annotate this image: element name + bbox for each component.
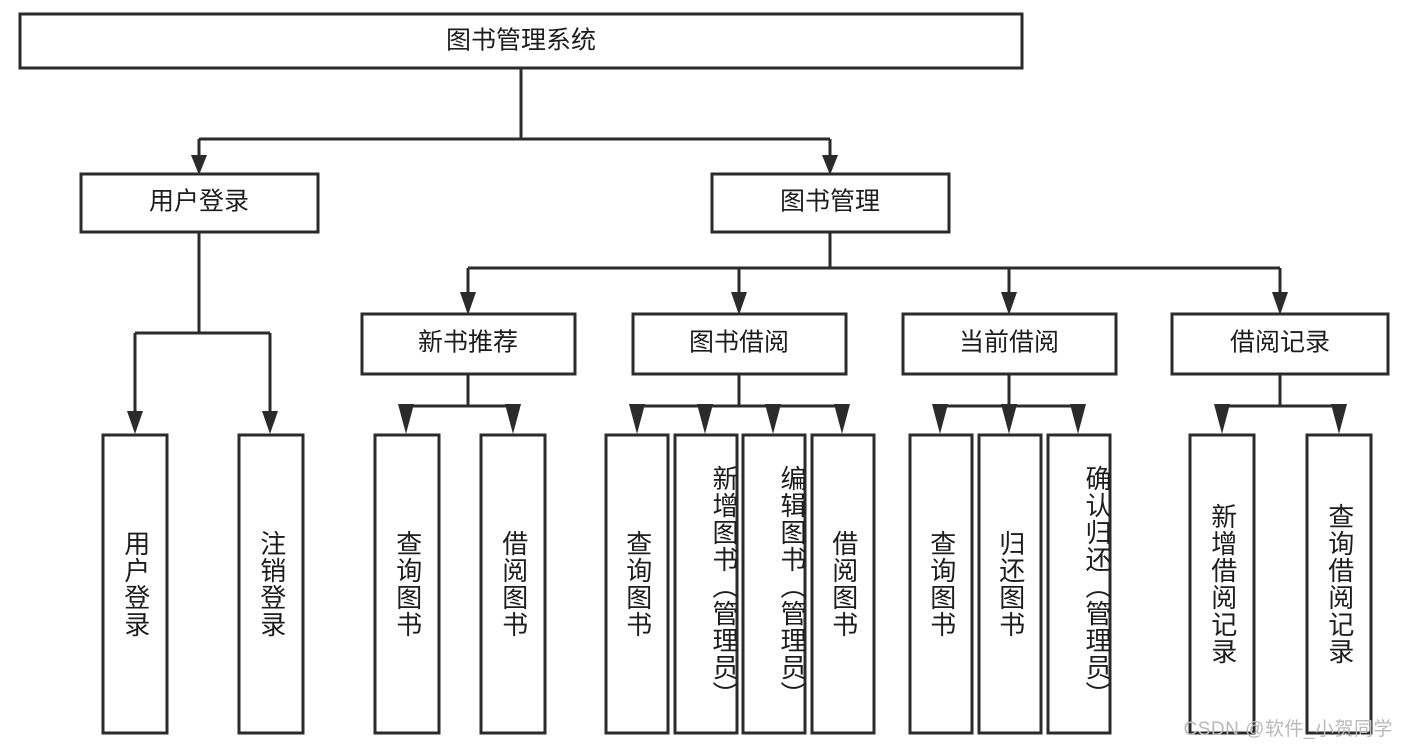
node-current-borrow-label: 当前借阅 [959, 329, 1059, 357]
leaf-box-user-login-2[interactable] [237, 433, 305, 735]
arrow-leaf-book-borrow-1 [629, 404, 645, 434]
node-root-label: 图书管理系统 [446, 27, 596, 55]
arrow-to-book-manage [822, 155, 838, 175]
node-book-borrow-box[interactable] [631, 312, 848, 376]
node-current-borrow-box[interactable] [901, 312, 1118, 376]
arrow-to-book-borrow [731, 292, 747, 315]
leaf-box-book-borrow-4[interactable] [810, 433, 876, 735]
arrow-leaf-new-book-2 [505, 404, 521, 434]
leaf-box-book-borrow-2[interactable] [673, 433, 739, 735]
node-borrow-record-box[interactable] [1170, 312, 1390, 376]
node-book-borrow-label: 图书借阅 [689, 329, 789, 357]
node-root-box[interactable] [18, 12, 1024, 70]
arrow-leaf-current-borrow-1 [932, 404, 948, 434]
arrow-leaf-new-book-1 [398, 404, 414, 434]
node-book-manage[interactable]: 图书管理 [710, 172, 951, 234]
arrow-leaf-current-borrow-3 [1070, 404, 1086, 434]
node-new-book-recommend-label: 新书推荐 [418, 329, 518, 357]
arrow-to-user-login [191, 155, 207, 175]
leaf-box-book-borrow-1[interactable] [604, 433, 670, 735]
node-new-book-recommend[interactable]: 新书推荐 [360, 312, 577, 376]
arrow-leaf-book-borrow-4 [834, 404, 850, 434]
node-book-borrow[interactable]: 图书借阅 [631, 312, 848, 376]
arrow-leaf-book-borrow-2 [697, 404, 713, 434]
arrow-to-new-book [460, 292, 476, 315]
arrow-to-borrow-record [1272, 292, 1288, 315]
arrow-leaf-user-login-1 [127, 411, 143, 434]
node-user-login[interactable]: 用户登录 [79, 172, 320, 234]
node-borrow-record[interactable]: 借阅记录 [1170, 312, 1390, 376]
leaf-box-user-login-1[interactable] [101, 433, 169, 735]
node-new-book-recommend-box[interactable] [360, 312, 577, 376]
leaf-box-new-book-2[interactable] [479, 433, 547, 735]
arrow-leaf-book-borrow-3 [765, 404, 781, 434]
arrow-to-current-borrow [1001, 292, 1017, 315]
node-root[interactable]: 图书管理系统 [18, 12, 1024, 70]
csdn-watermark: CSDN @软件_小贺同学 [1183, 719, 1393, 740]
leaf-box-book-borrow-3[interactable] [741, 433, 807, 735]
arrow-leaf-current-borrow-2 [1001, 404, 1017, 434]
leaf-box-current-borrow-2[interactable] [977, 433, 1043, 735]
node-borrow-record-label: 借阅记录 [1230, 329, 1330, 357]
leaf-box-borrow-record-1[interactable] [1188, 433, 1256, 735]
leaf-box-current-borrow-3[interactable] [1046, 433, 1112, 735]
leaf-box-borrow-record-2[interactable] [1305, 433, 1373, 735]
node-book-manage-label: 图书管理 [780, 188, 880, 216]
leaf-box-new-book-1[interactable] [373, 433, 441, 735]
node-current-borrow[interactable]: 当前借阅 [901, 312, 1118, 376]
leaf-box-current-borrow-1[interactable] [908, 433, 974, 735]
arrow-leaf-borrow-record-1 [1214, 404, 1230, 434]
arrow-leaf-borrow-record-2 [1331, 404, 1347, 434]
arrow-leaf-user-login-2 [262, 411, 278, 434]
node-book-manage-box[interactable] [710, 172, 951, 234]
node-user-login-label: 用户登录 [149, 188, 249, 216]
